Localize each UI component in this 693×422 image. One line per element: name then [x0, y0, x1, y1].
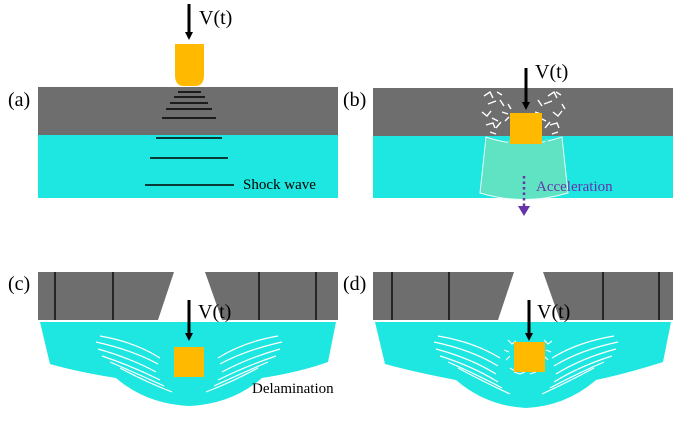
panel-c-projectile	[174, 347, 204, 377]
panel-c-plate-dividers	[54, 272, 317, 320]
panel-c-top-plate-left	[38, 272, 174, 320]
panel-d-label: (d)	[343, 273, 366, 295]
panel-c-delamination-lines	[95, 335, 283, 393]
panel-d-plate-dividers	[391, 272, 660, 320]
panel-b-debris	[481, 90, 566, 135]
panel-d-top-plate-left	[373, 272, 514, 320]
panel-c-top-plate-right	[205, 272, 338, 320]
panel-a-velocity-label: V(t)	[199, 7, 232, 29]
panel-b-label: (b)	[343, 89, 366, 111]
panel-b-acceleration-arrowhead	[518, 206, 530, 216]
panel-d-delamination-lines	[433, 335, 619, 395]
panel-a: (a) V(t) Shock wave	[8, 4, 338, 198]
panel-a-bottom-plate	[38, 135, 338, 198]
panel-d: (d)	[343, 272, 673, 408]
panel-a-shock-wave-lines	[145, 91, 234, 186]
panel-a-label: (a)	[8, 89, 30, 111]
panel-b-acceleration-label: Acceleration	[536, 179, 613, 195]
panel-a-projectile	[175, 44, 204, 86]
panel-c: (c) V(t) D	[8, 272, 338, 406]
panel-c-label: (c)	[8, 273, 30, 295]
panel-a-top-plate	[38, 87, 338, 135]
panel-b-velocity-label: V(t)	[535, 61, 568, 83]
panel-d-projectile	[514, 342, 545, 372]
panel-d-top-plate-right	[543, 272, 673, 320]
panel-b: (b) V(t) Acceleration	[343, 61, 673, 216]
panel-b-projectile	[510, 113, 542, 144]
panel-d-velocity-label: V(t)	[537, 301, 570, 323]
panel-a-shock-wave-label: Shock wave	[243, 177, 316, 193]
panel-c-delamination-label: Delamination	[252, 381, 334, 397]
panel-c-velocity-label: V(t)	[198, 301, 231, 323]
